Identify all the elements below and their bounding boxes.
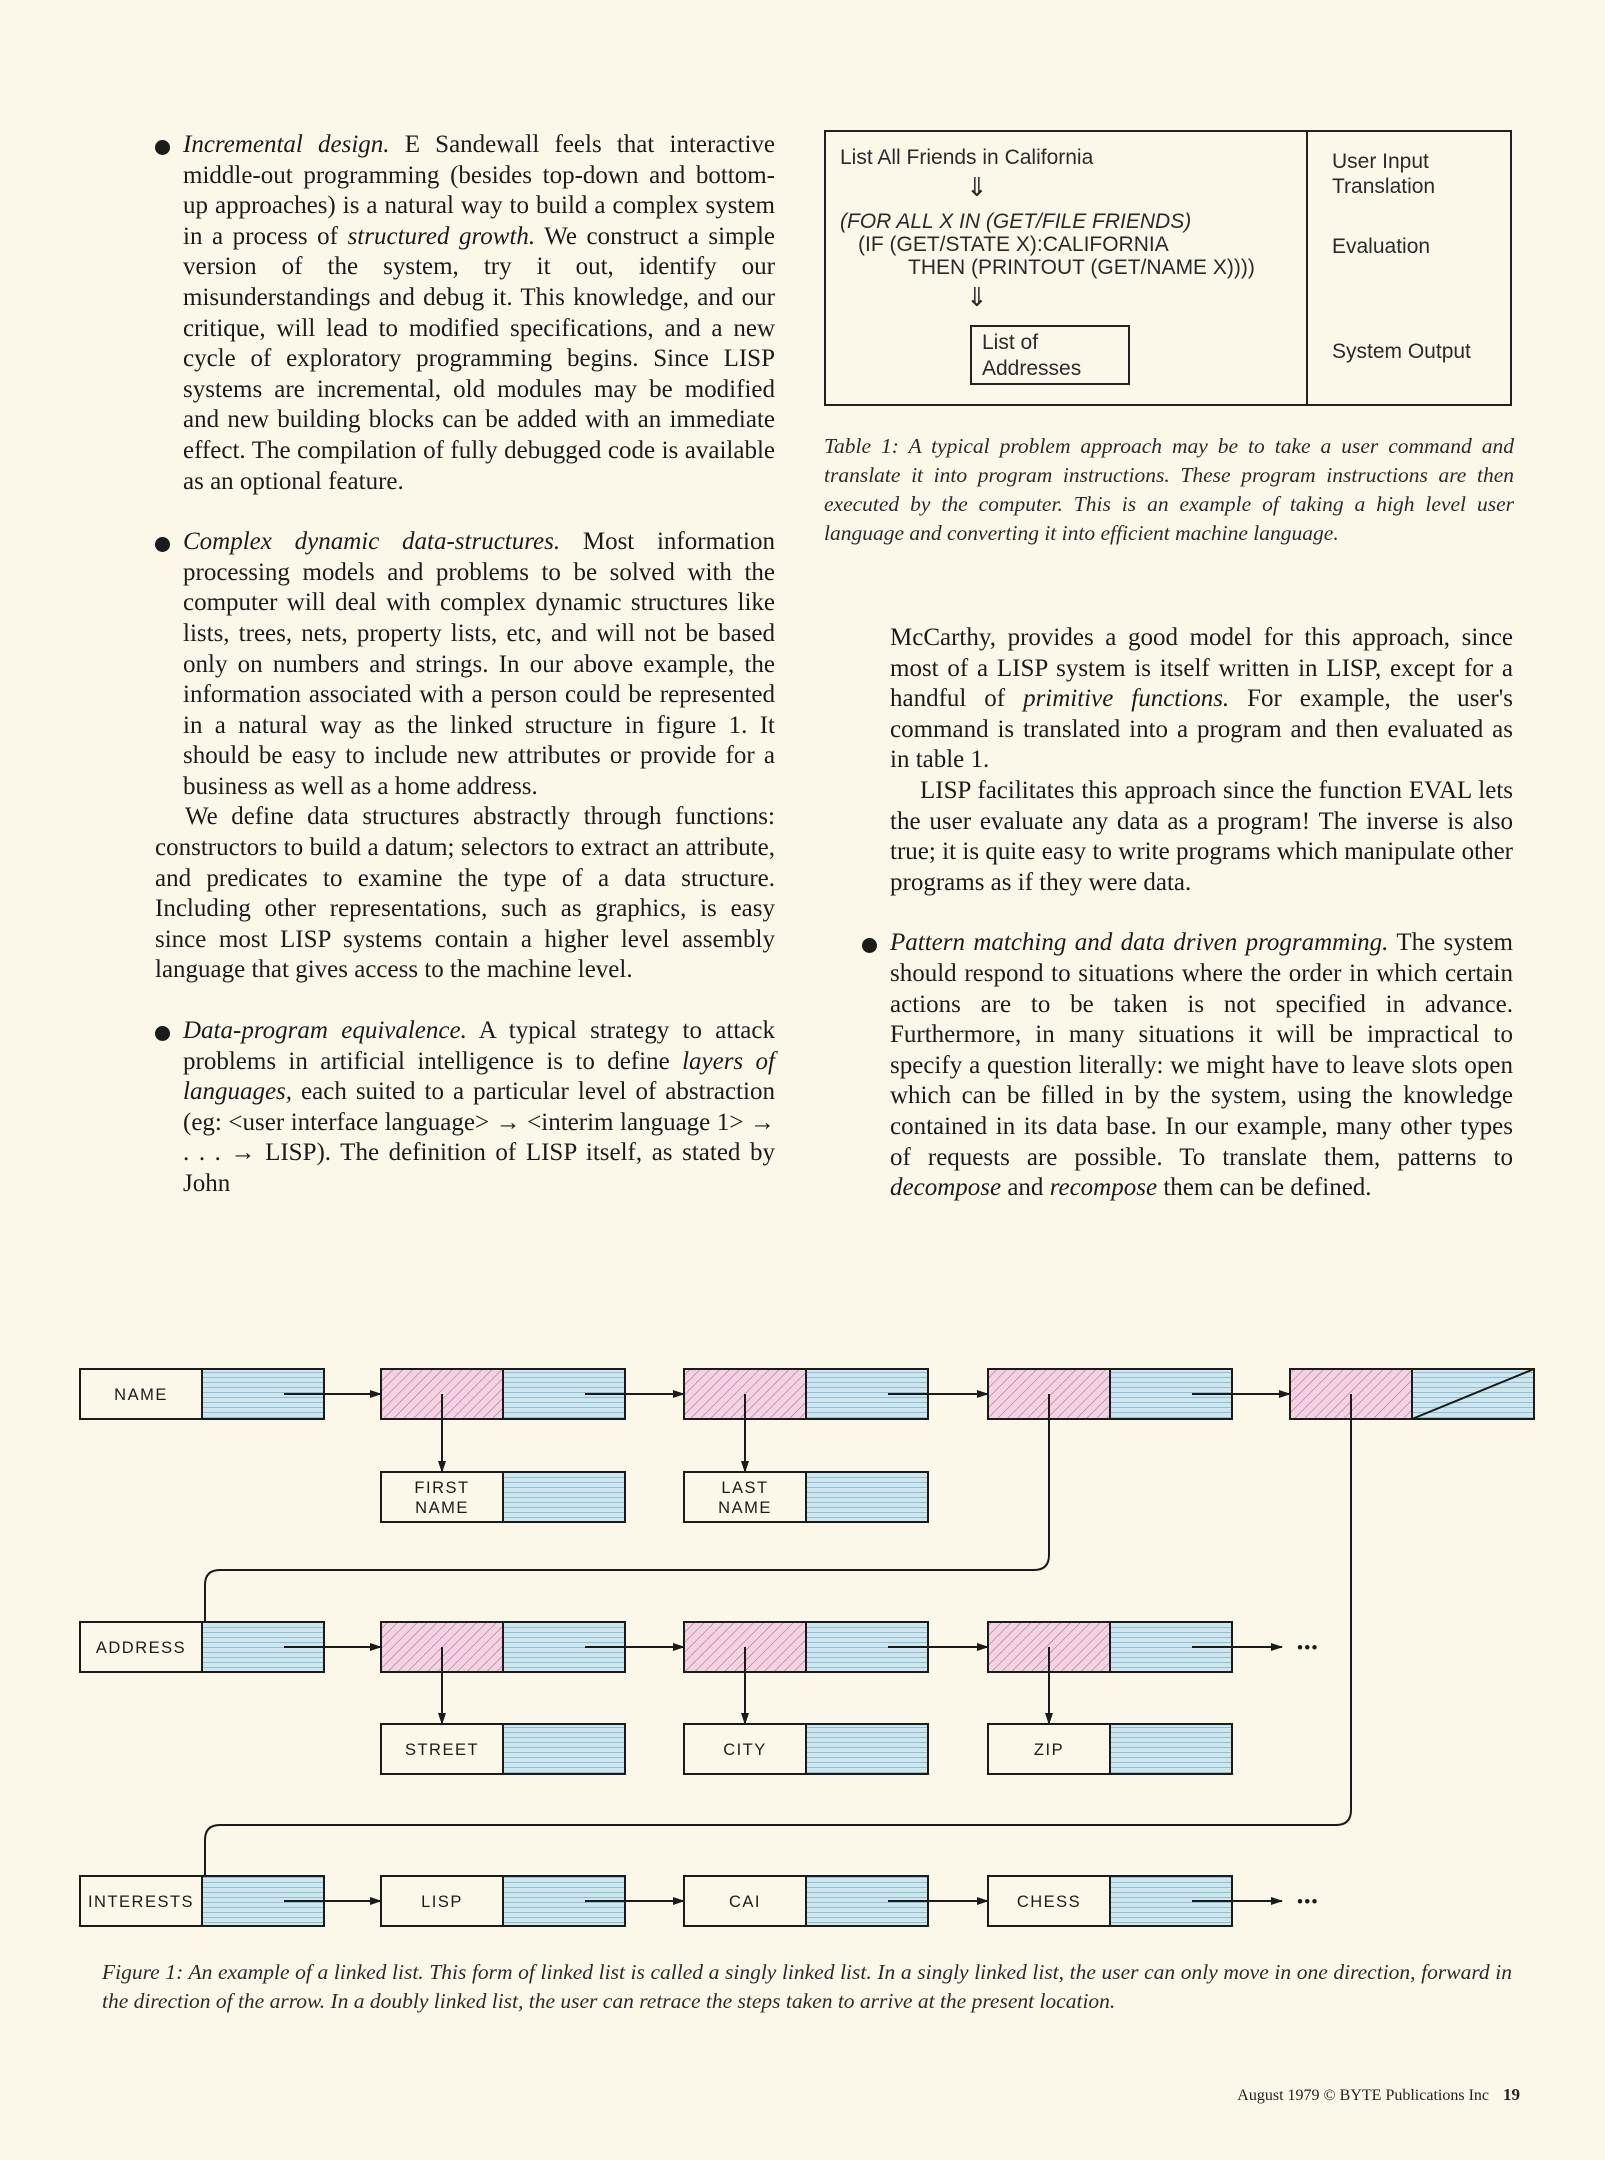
pointer-cell (805, 1471, 929, 1523)
address-head-label: ADDRESS (96, 1639, 186, 1657)
first-name-label: NAME (415, 1499, 469, 1517)
first-name-label: FIRST (414, 1479, 469, 1497)
last-name-label: LAST (721, 1479, 768, 1497)
zip-label: ZIP (1034, 1741, 1064, 1759)
last-name-label: NAME (718, 1499, 772, 1517)
lisp-label: LISP (421, 1893, 463, 1911)
cai-label: CAI (729, 1893, 761, 1911)
paragraph-complex-data-structures: Complex dynamic data-structures. Most in… (155, 527, 775, 802)
page-footer: August 1979 © BYTE Publications Inc 19 (1180, 2085, 1520, 2105)
address-head-cell (79, 1621, 203, 1673)
table-query: List All Friends in California (840, 146, 1094, 169)
paragraph-incremental-design: Incremental design. E Sandewall feels th… (155, 130, 775, 497)
figure-1-caption: Figure 1: An example of a linked list. T… (102, 1960, 1512, 2013)
label-user-input: User Input (1332, 150, 1429, 173)
chess-cell (987, 1875, 1111, 1927)
paragraph-mccarthy: McCarthy, provides a good model for this… (890, 624, 1513, 774)
city-cell (683, 1723, 807, 1775)
cai-cell (683, 1875, 807, 1927)
footer-publication: August 1979 © BYTE Publications Inc (1237, 2087, 1489, 2104)
figure-1-linked-list: NAME FIRST NAME LAST NAME ADDRESS ••• STREET CIT… (79, 1368, 1535, 1927)
table-code-line-1: (FOR ALL X IN (GET/FILE FRIENDS) (840, 210, 1192, 233)
connector-to-address (204, 1394, 1050, 1622)
paragraph-define-data-structures: We define data structures abstractly thr… (155, 803, 775, 984)
pointer-cell (805, 1723, 929, 1775)
table-divider (1306, 132, 1308, 404)
chess-label: CHESS (1017, 1893, 1081, 1911)
table-code-line-2: (IF (GET/STATE X):CALIFORNIA (858, 233, 1169, 256)
lisp-cell (380, 1875, 504, 1927)
down-arrow-icon: ⇓ (966, 172, 988, 202)
interests-head-label: INTERESTS (88, 1893, 194, 1911)
term-incremental-design: Incremental design. (183, 131, 390, 158)
table-code-line-3: THEN (PRINTOUT (GET/NAME X)))) (908, 256, 1255, 279)
right-column: McCarthy, provides a good model for this… (862, 623, 1513, 1204)
name-head-cell (79, 1368, 203, 1420)
down-arrow-icon: ⇓ (966, 282, 988, 312)
pointer-cell (502, 1723, 626, 1775)
term-pattern-matching: Pattern matching and data driven program… (890, 929, 1389, 957)
label-system-output: System Output (1332, 340, 1471, 363)
table-1-caption: Table 1: A typical problem approach may … (824, 434, 1514, 545)
left-column: Incremental design. E Sandewall feels th… (155, 130, 775, 1200)
street-label: STREET (405, 1741, 479, 1759)
label-translation: Translation (1332, 175, 1436, 198)
output-box: List of Addresses (970, 325, 1130, 385)
label-evaluation: Evaluation (1332, 235, 1431, 258)
term-data-program-equivalence: Data-program equivalence. (183, 1017, 467, 1045)
null-terminator (1411, 1368, 1535, 1420)
paragraph-eval: LISP facilitates this approach since the… (890, 776, 1513, 896)
ellipsis: ••• (1297, 1639, 1319, 1657)
paragraph-data-program-equivalence: Data-program equivalence. A typical stra… (155, 1016, 775, 1200)
street-cell (380, 1723, 504, 1775)
pointer-cell (502, 1471, 626, 1523)
pointer-cell (1109, 1723, 1233, 1775)
connector-to-interests (204, 1394, 1352, 1876)
ellipsis: ••• (1297, 1893, 1319, 1911)
city-label: CITY (723, 1741, 767, 1759)
pointer-cell (502, 1875, 626, 1927)
paragraph-pattern-matching: Pattern matching and data driven program… (862, 928, 1513, 1203)
term-complex-data-structures: Complex dynamic data-structures. (183, 528, 561, 556)
page-number: 19 (1503, 2085, 1520, 2104)
table-1: List All Friends in California ⇓ (FOR AL… (824, 130, 1512, 406)
zip-cell (987, 1723, 1111, 1775)
name-head-label: NAME (114, 1386, 168, 1404)
